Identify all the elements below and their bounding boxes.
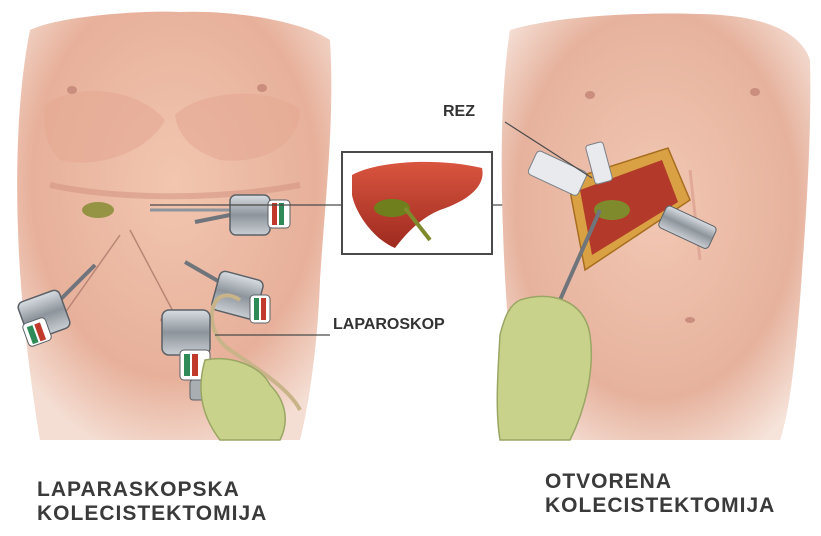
left-caption: LAPARASKOPSKA KOLECISTEKTOMIJA: [37, 478, 267, 526]
laparoscope-label: LAPAROSKOP: [333, 316, 445, 334]
navel-icon: [685, 317, 695, 323]
right-caption-line2: KOLECISTEKTOMIJA: [545, 494, 775, 518]
nipple-icon: [257, 84, 267, 92]
nipple-icon: [750, 88, 760, 96]
left-caption-line1: LAPARASKOPSKA: [37, 478, 267, 502]
gloved-hand-right: [497, 296, 591, 440]
right-caption: OTVORENA KOLECISTEKTOMIJA: [545, 470, 775, 518]
incision-label: REZ: [443, 103, 475, 121]
nipple-icon: [585, 91, 595, 99]
nipple-icon: [67, 86, 77, 94]
gallbladder-inset-icon: [374, 199, 410, 217]
left-caption-line2: KOLECISTEKTOMIJA: [37, 502, 267, 526]
right-caption-line1: OTVORENA: [545, 470, 775, 494]
gallbladder-icon: [82, 202, 114, 218]
liver-inset: [342, 152, 492, 254]
